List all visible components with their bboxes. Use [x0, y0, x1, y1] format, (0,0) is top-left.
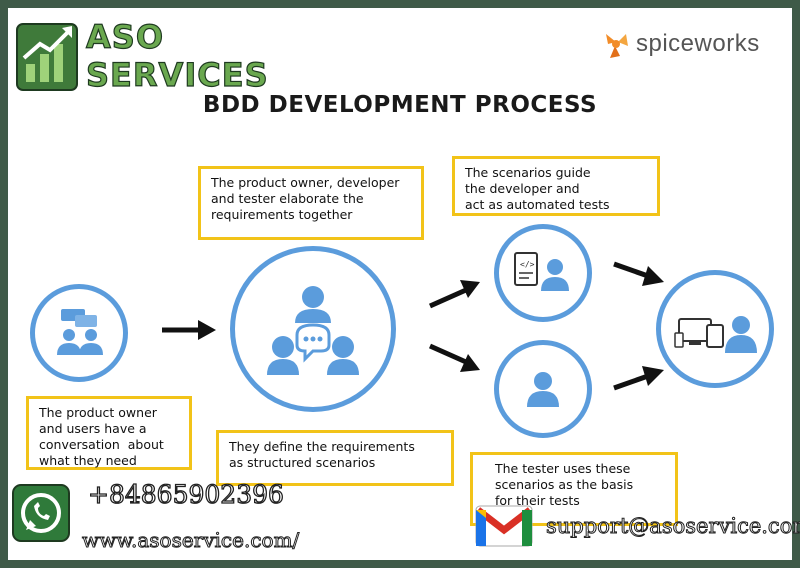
brand-name-line1: ASO	[85, 17, 165, 56]
brand-name-line2: SERVICES	[85, 55, 269, 94]
result-circle	[656, 270, 774, 388]
arrow-to-developer	[428, 280, 480, 309]
step5-line: for their tests	[495, 493, 580, 508]
tester-circle	[494, 340, 592, 438]
developer-circle: </>	[494, 224, 592, 322]
growth-chart-icon	[16, 23, 78, 91]
step4-description: The scenarios guide the developer and ac…	[452, 156, 660, 216]
step2-line: The product owner, developer	[211, 175, 400, 190]
spiceworks-logo-icon	[606, 34, 628, 58]
step3-description: They define the requirements as structur…	[216, 430, 454, 486]
step1-line: and users have a	[39, 421, 147, 436]
contact-email[interactable]: support@asoservice.com	[545, 514, 800, 539]
step1-description: The product owner and users have a conve…	[26, 396, 192, 470]
step2-description: The product owner, developer and tester …	[198, 166, 424, 240]
step1-line: The product owner	[39, 405, 157, 420]
step5-line: scenarios as the basis	[495, 477, 634, 492]
step4-line: The scenarios guide	[465, 165, 591, 180]
step5-line: The tester uses these	[495, 461, 631, 476]
developer-code-icon: </>	[514, 252, 569, 291]
contact-website[interactable]: www.asoservice.com/	[81, 528, 300, 553]
step3-line: as structured scenarios	[229, 455, 376, 470]
step1-line: conversation about	[39, 437, 164, 452]
arrow-developer-to-result	[613, 261, 664, 286]
team-discussion-icon	[267, 286, 359, 375]
whatsapp-icon[interactable]	[12, 484, 70, 542]
infographic-canvas: ASO SERVICES spiceworks BDD DEVELOPMENT …	[8, 8, 800, 560]
brand-logo-group: ASO SERVICES	[14, 14, 268, 98]
tester-person-icon	[527, 372, 559, 407]
step2-circle	[230, 246, 396, 412]
svg-text:</>: </>	[520, 260, 535, 269]
step2-line: and tester elaborate the	[211, 191, 364, 206]
step4-line: act as automated tests	[465, 197, 610, 212]
diagram-title: BDD DEVELOPMENT PROCESS	[202, 92, 598, 118]
gmail-icon[interactable]	[474, 502, 534, 548]
step1-line: what they need	[39, 453, 137, 468]
step1-circle	[30, 284, 128, 382]
step3-line: They define the requirements	[229, 439, 415, 454]
spiceworks-name: spiceworks	[636, 30, 760, 57]
arrow-tester-to-result	[613, 366, 664, 391]
conversation-icon	[57, 309, 103, 355]
arrow-step1-to-step2	[162, 320, 216, 340]
step4-line: the developer and	[465, 181, 580, 196]
contact-phone[interactable]: +84865902396	[87, 479, 284, 509]
arrow-to-tester	[428, 343, 480, 372]
devices-person-icon	[674, 316, 757, 353]
step2-line: requirements together	[211, 207, 353, 222]
